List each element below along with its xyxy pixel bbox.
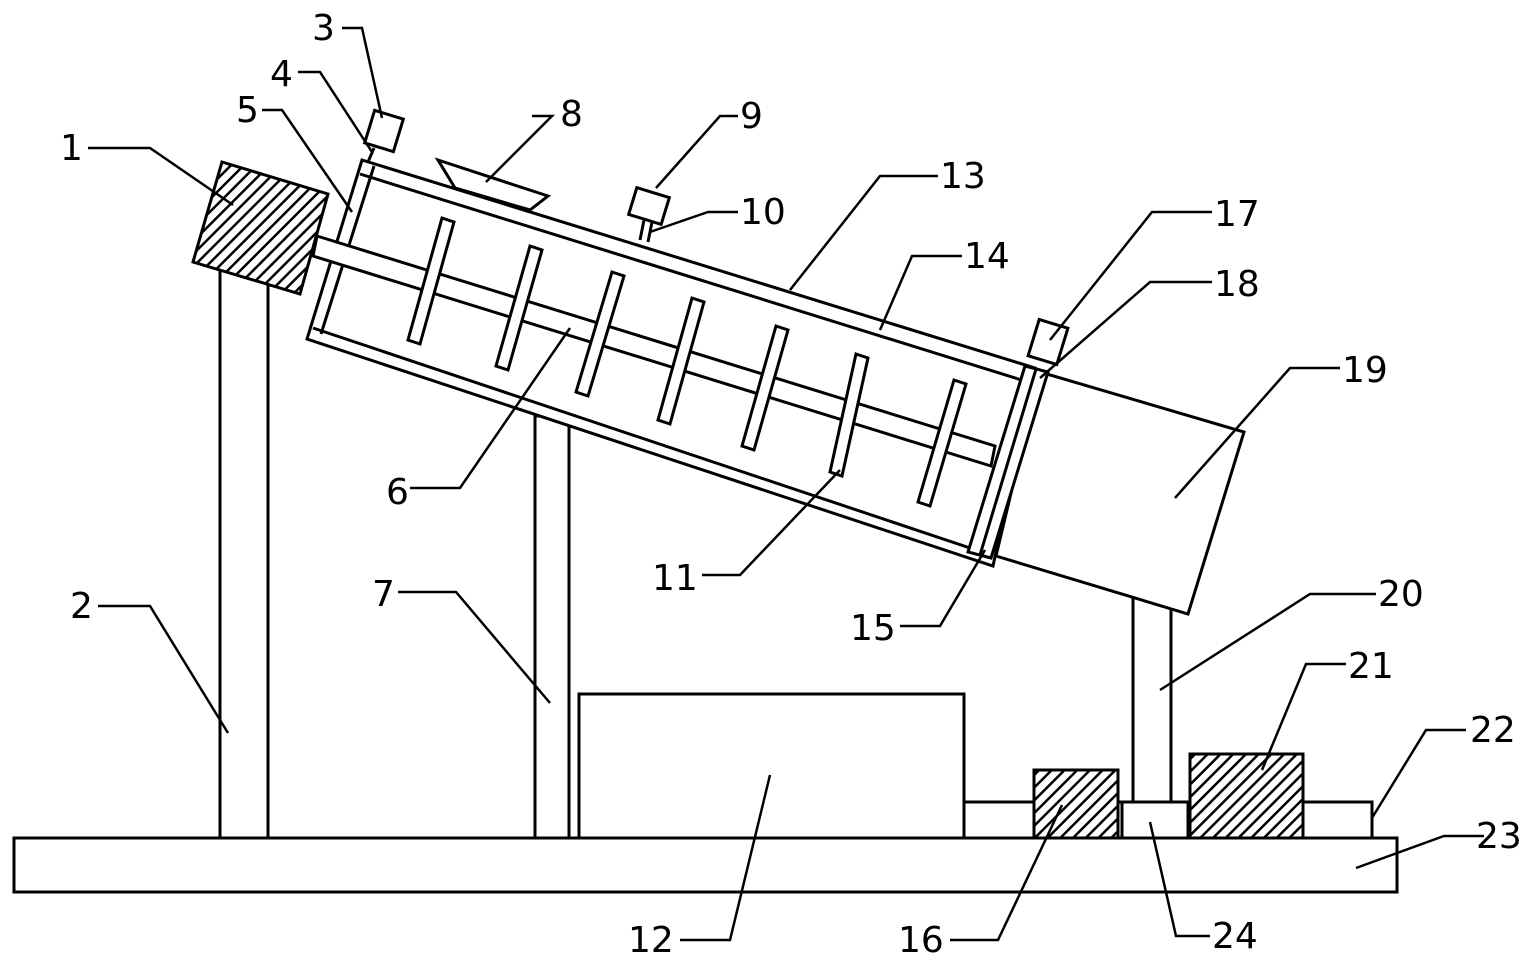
drive-motor [191,160,330,296]
label-16: 16 [898,920,944,961]
label-6: 6 [386,472,409,513]
top-valve-stem [638,219,646,241]
blade [494,244,544,372]
label-13: 13 [940,156,986,197]
label-7: 7 [372,574,395,615]
left-sensor-3 [362,108,406,154]
label-5: 5 [236,90,259,131]
label-19: 19 [1342,350,1388,391]
right-support-leg [1131,590,1173,804]
feed-hopper [434,157,552,212]
middle-support-leg [533,414,571,840]
label-24: 24 [1212,916,1258,957]
separating-plate-inner [978,368,1038,556]
label-8: 8 [560,94,583,135]
blade [916,378,968,508]
label-17: 17 [1214,194,1260,235]
label-2: 2 [70,586,93,627]
label-20: 20 [1378,574,1424,615]
label-1: 1 [60,128,83,169]
label-14: 14 [964,236,1010,277]
blade [740,324,790,452]
label-21: 21 [1348,646,1394,687]
label-4: 4 [270,54,293,95]
label-10: 10 [740,192,786,233]
label-18: 18 [1214,264,1260,305]
label-12: 12 [628,920,674,961]
drum-inner-top-wall [359,172,1029,384]
blade [574,270,626,398]
collection-box [577,692,966,840]
top-valve-body [626,185,672,227]
left-sensor-4 [366,147,376,163]
blade [656,296,706,426]
drum-inner-bottom-wall [312,326,983,554]
blade [406,216,456,346]
label-15: 15 [850,608,896,649]
hatched-block-21 [1188,752,1305,840]
hatched-block-16 [1032,768,1120,840]
leader-lines [88,26,1484,942]
label-9: 9 [740,96,763,137]
left-support-leg [218,268,270,840]
label-23: 23 [1476,816,1522,857]
label-22: 22 [1470,710,1516,751]
slider-block [1120,800,1190,840]
label-3: 3 [312,8,335,49]
part-labels: 1 2 3 4 5 6 7 8 9 10 11 12 13 14 15 16 1… [60,8,1522,961]
label-11: 11 [652,558,698,599]
base-plate [12,836,1399,894]
stirring-blades [406,216,968,508]
blade [828,352,870,478]
